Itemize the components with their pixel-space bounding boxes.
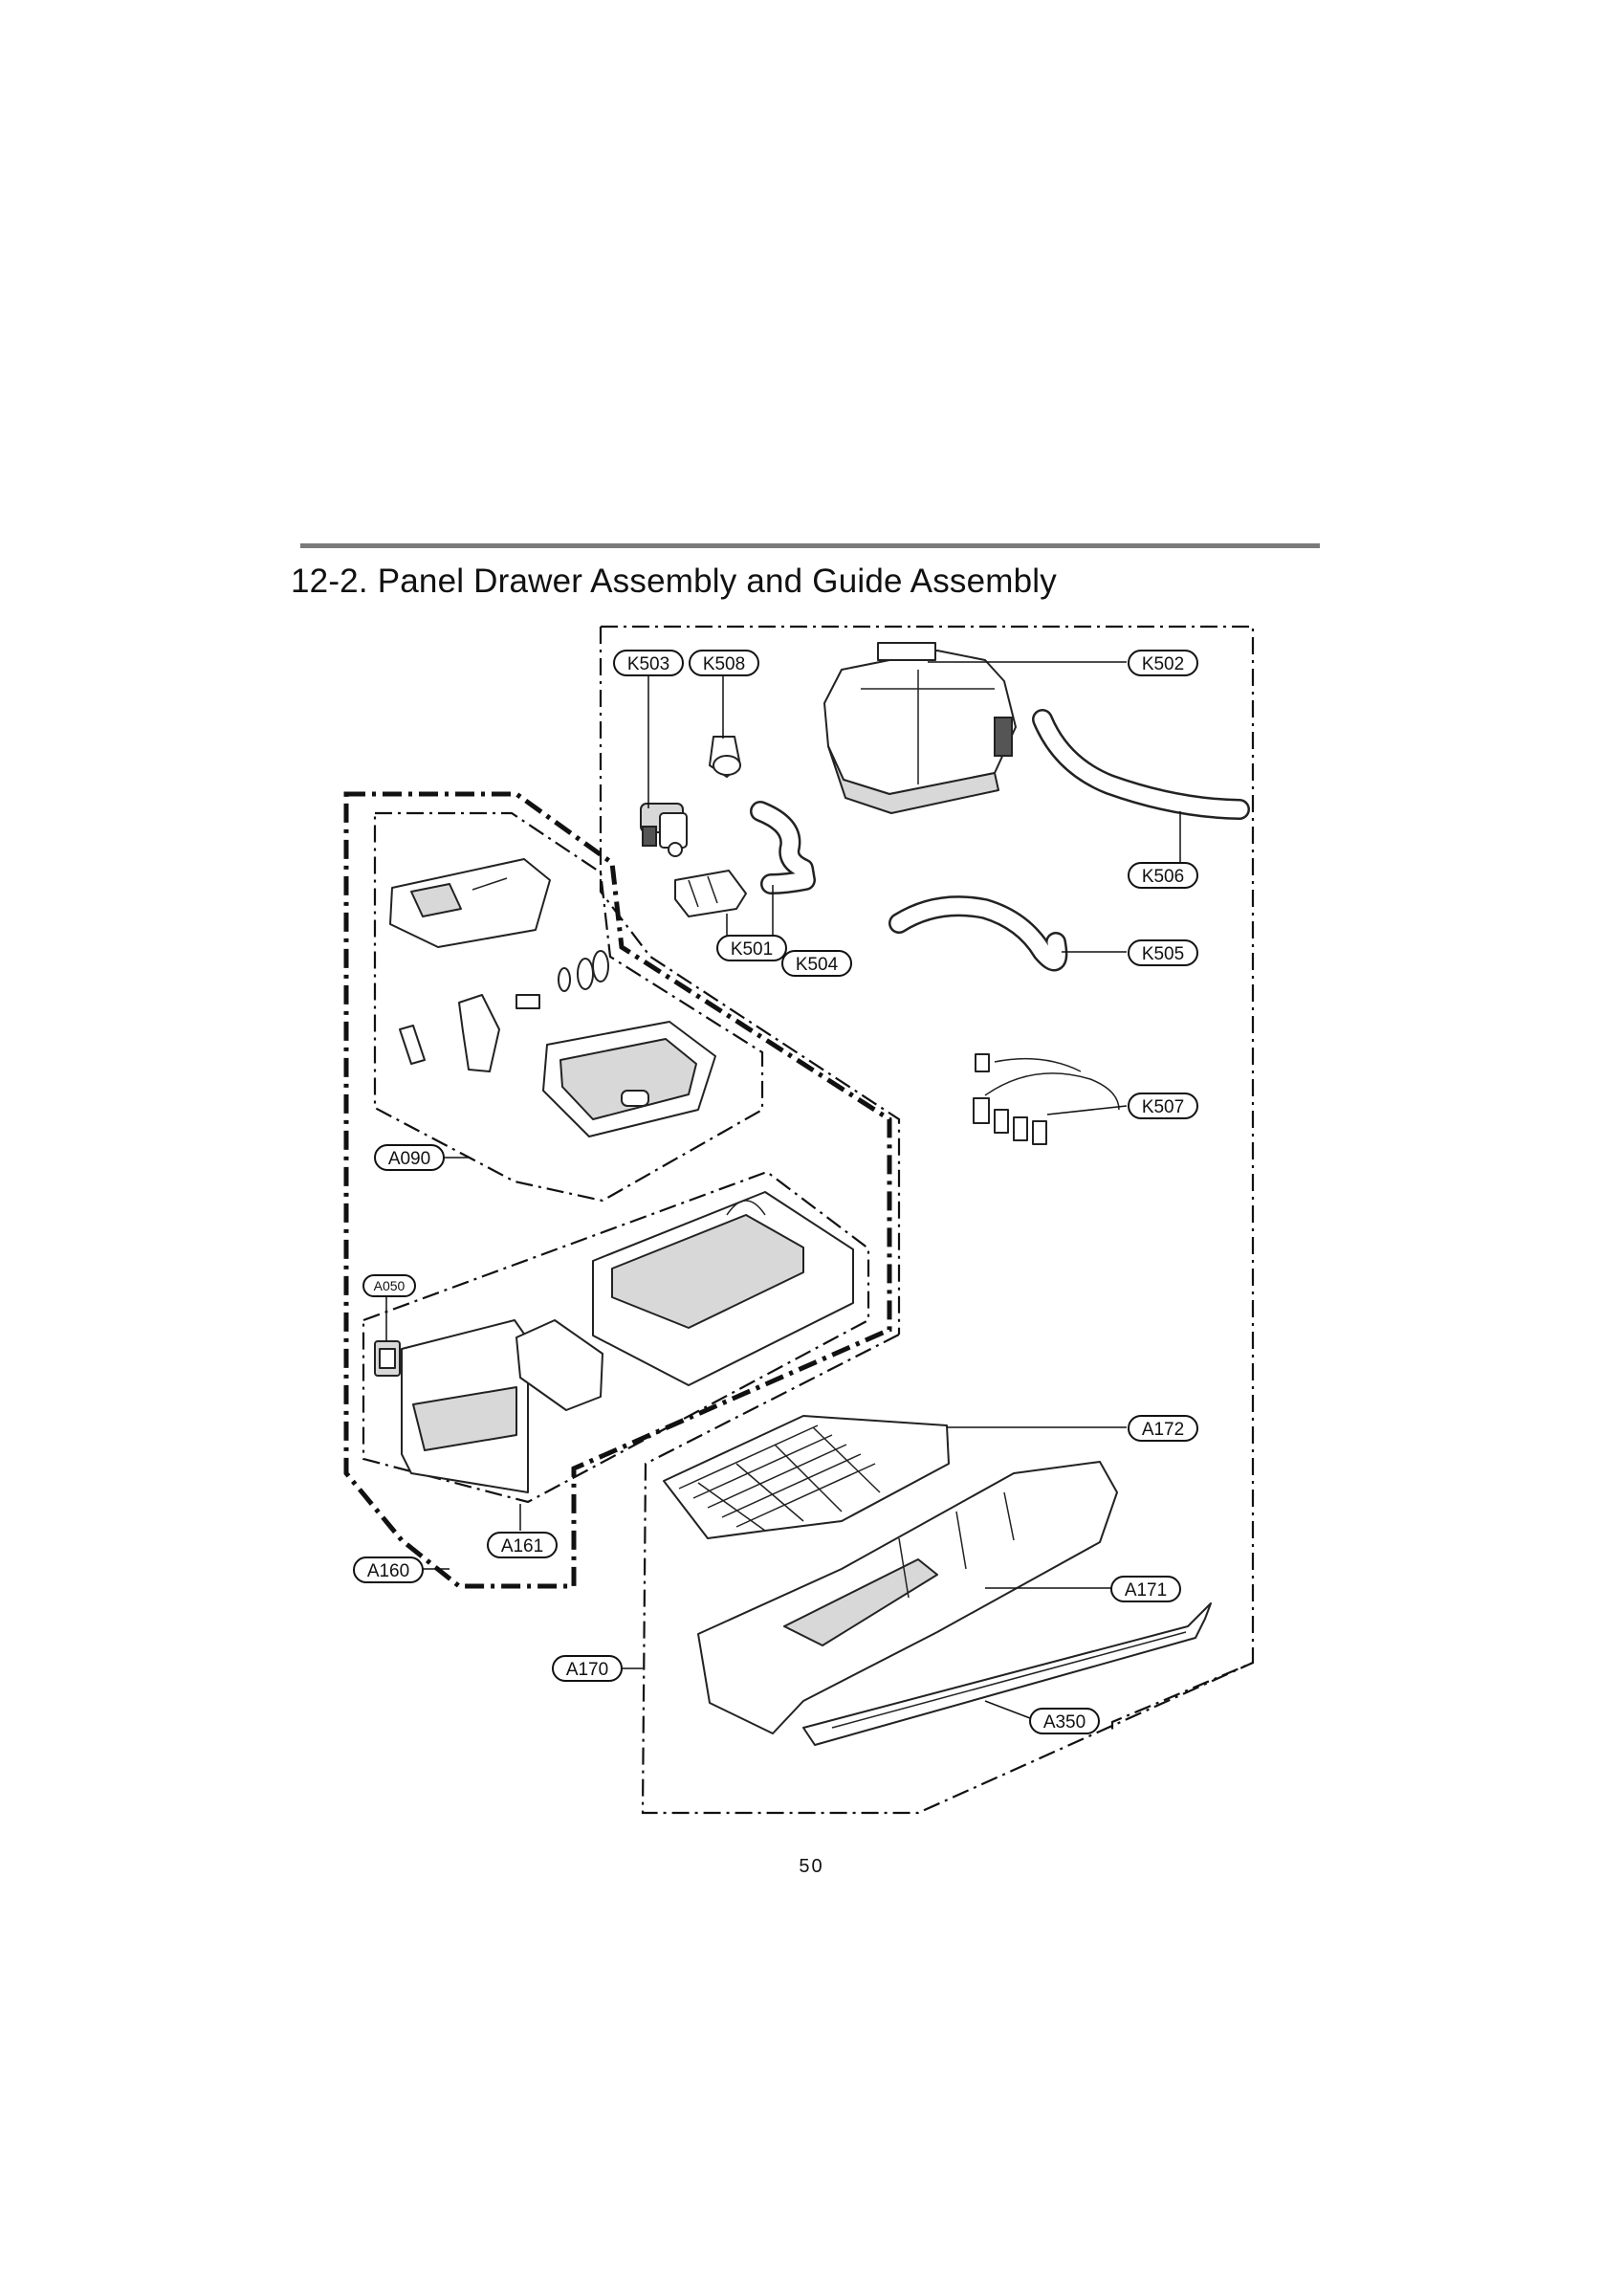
svg-text:A090: A090 xyxy=(388,1149,430,1169)
holder-k501 xyxy=(674,870,747,917)
svg-text:K508: K508 xyxy=(703,654,745,674)
a161-boundary xyxy=(362,1170,870,1504)
detergent-tray xyxy=(542,1021,716,1137)
callout-k503: K503 xyxy=(613,650,684,676)
a090-boundary xyxy=(373,811,764,1203)
callout-k505: K505 xyxy=(1128,939,1198,966)
svg-text:A171: A171 xyxy=(1125,1580,1167,1601)
hose-k504 xyxy=(750,801,816,894)
svg-text:K506: K506 xyxy=(1142,867,1184,887)
siphon-parts xyxy=(399,950,609,1072)
svg-text:K507: K507 xyxy=(1142,1097,1184,1117)
a160-outer-boundary xyxy=(343,791,892,1589)
svg-text:K505: K505 xyxy=(1142,944,1184,964)
valve-k503 xyxy=(640,803,688,857)
callout-a160: A160 xyxy=(353,1556,424,1583)
callout-a350: A350 xyxy=(1029,1708,1100,1734)
svg-text:A160: A160 xyxy=(367,1561,409,1581)
callout-a050: A050 xyxy=(362,1274,416,1297)
decor-insert xyxy=(515,1319,603,1411)
page-title: 12-2. Panel Drawer Assembly and Guide As… xyxy=(291,563,1057,600)
callout-a170: A170 xyxy=(552,1655,623,1682)
clamp-k508 xyxy=(709,736,741,778)
guide-grille-a172 xyxy=(663,1415,950,1539)
callout-k506: K506 xyxy=(1128,862,1198,889)
callout-k502: K502 xyxy=(1128,650,1198,676)
callout-a090: A090 xyxy=(374,1144,445,1171)
svg-text:A050: A050 xyxy=(374,1278,406,1293)
hose-k505 xyxy=(888,895,1068,972)
a050-badge xyxy=(374,1340,401,1377)
hose-k506 xyxy=(1032,709,1250,820)
svg-text:A172: A172 xyxy=(1142,1420,1184,1440)
callout-a171: A171 xyxy=(1110,1576,1181,1602)
svg-text:A170: A170 xyxy=(566,1660,608,1680)
callout-a172: A172 xyxy=(1128,1415,1198,1442)
svg-text:K501: K501 xyxy=(731,939,773,960)
callout-k504: K504 xyxy=(781,950,852,977)
callout-k507: K507 xyxy=(1128,1093,1198,1119)
svg-text:A350: A350 xyxy=(1043,1712,1086,1733)
svg-text:A161: A161 xyxy=(501,1536,543,1556)
guide-assembly-boundary xyxy=(641,1334,1254,1815)
title-rule xyxy=(300,543,1320,548)
drawer-body xyxy=(592,1191,854,1386)
tank-k502 xyxy=(823,642,1017,814)
svg-text:K502: K502 xyxy=(1142,654,1184,674)
page-number: 50 xyxy=(799,1856,824,1877)
panel-drawer-front xyxy=(401,1319,529,1493)
callout-k501: K501 xyxy=(716,935,787,961)
leader-lines xyxy=(385,661,1181,1719)
guide-rail-a350 xyxy=(802,1602,1212,1746)
callout-k508: K508 xyxy=(689,650,759,676)
svg-text:K503: K503 xyxy=(627,654,669,674)
harness-k507 xyxy=(973,1053,1120,1145)
cap-rinse xyxy=(389,858,551,948)
svg-text:K504: K504 xyxy=(796,955,839,975)
callout-a161: A161 xyxy=(487,1532,558,1558)
guide-body-a171 xyxy=(697,1461,1118,1734)
